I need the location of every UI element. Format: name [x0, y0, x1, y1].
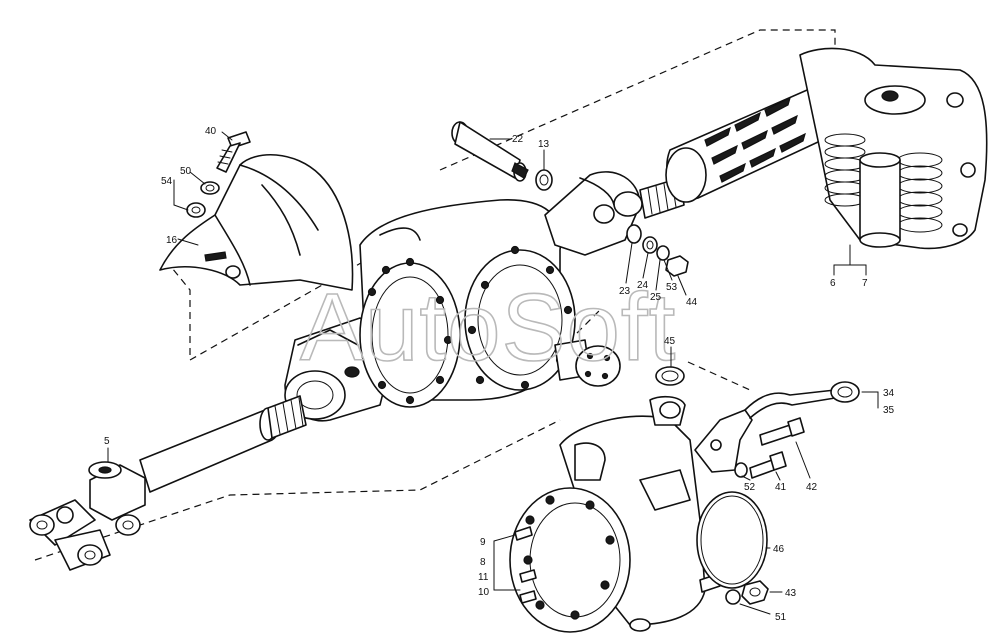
callout-45: 45 — [664, 336, 676, 347]
callout-10: 10 — [478, 587, 490, 598]
callout-23: 23 — [619, 286, 631, 297]
callout-50: 50 — [180, 166, 192, 177]
bolt-part-40 — [216, 131, 251, 173]
callout-16: 16 — [166, 235, 178, 246]
callout-9: 9 — [480, 537, 486, 548]
callout-53: 53 — [666, 282, 678, 293]
callout-25: 25 — [650, 292, 662, 303]
bracket-part-34-35 — [694, 381, 860, 473]
washer-part-13 — [535, 169, 553, 191]
callout-52: 52 — [744, 482, 756, 493]
final-drive-housing — [509, 395, 721, 633]
axle-housing — [284, 171, 643, 422]
watermark: AutoSoft — [300, 274, 676, 381]
pin-part-22 — [451, 121, 529, 182]
callout-24: 24 — [637, 280, 649, 291]
callout-46: 46 — [773, 544, 785, 555]
callout-labels: 40 50 54 16 22 13 6 7 23 24 25 53 44 45 … — [104, 126, 895, 623]
callout-11: 11 — [478, 572, 489, 583]
nut-part-43 — [741, 580, 769, 605]
bolt-part-42 — [759, 417, 805, 446]
washer-part-52 — [734, 462, 748, 478]
propeller-shaft-part-5 — [29, 395, 307, 571]
seal-ring-part-46 — [696, 491, 768, 589]
callout-7: 7 — [862, 278, 868, 289]
cover-part-16 — [159, 154, 354, 291]
washer-part-51 — [725, 589, 741, 605]
callout-40: 40 — [205, 126, 217, 137]
callout-43: 43 — [785, 588, 797, 599]
callout-42: 42 — [806, 482, 818, 493]
callout-54: 54 — [161, 176, 173, 187]
callout-13: 13 — [538, 139, 550, 150]
callout-6: 6 — [830, 278, 836, 289]
washer-part-54 — [186, 202, 206, 218]
hydraulic-unit-part-6-7 — [799, 47, 988, 250]
small-parts-23-44 — [626, 224, 689, 277]
washer-part-45 — [655, 366, 685, 386]
nut-part-50 — [200, 181, 220, 195]
callout-35: 35 — [883, 405, 895, 416]
callout-8: 8 — [480, 557, 486, 568]
callout-51: 51 — [775, 612, 787, 623]
callout-5: 5 — [104, 436, 110, 447]
leader-lines — [107, 131, 879, 615]
callout-22: 22 — [512, 134, 524, 145]
bolt-part-41 — [749, 451, 787, 479]
callout-41: 41 — [775, 482, 787, 493]
spiral-shaft — [665, 78, 858, 203]
callout-44: 44 — [686, 297, 698, 308]
callout-34: 34 — [883, 388, 895, 399]
